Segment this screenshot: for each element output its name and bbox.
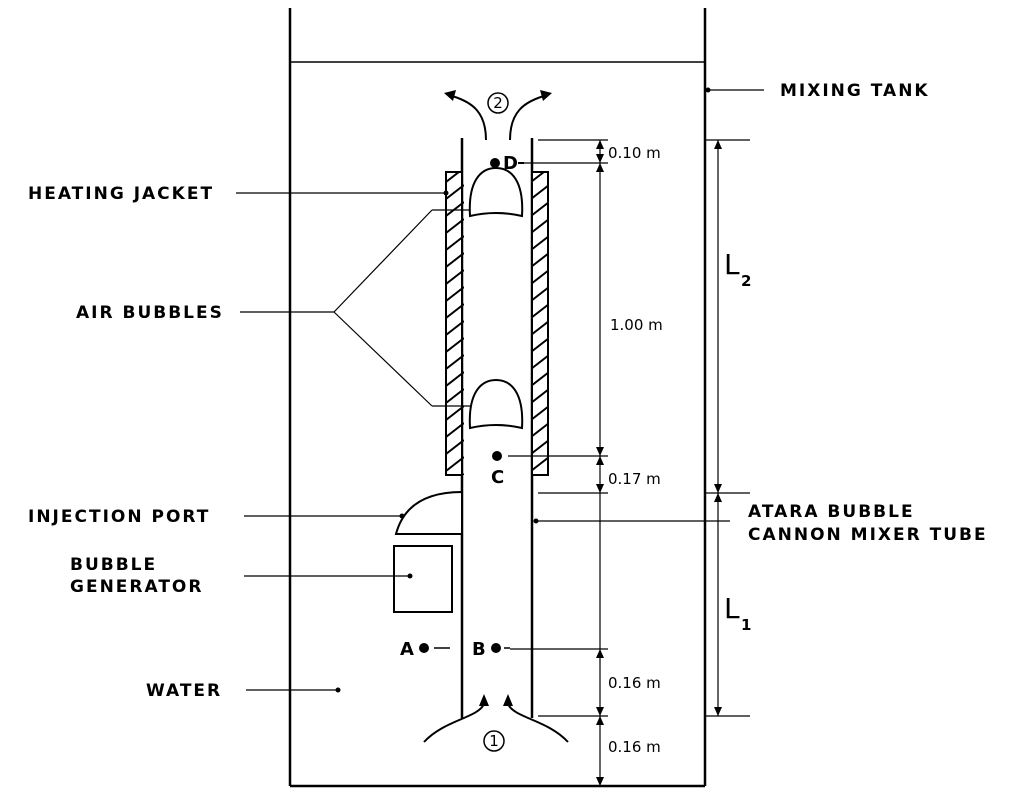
mixing-tank-label: MIXING TANK — [780, 81, 930, 101]
jacket-hatch-line — [446, 422, 464, 438]
jacket-hatch-line — [446, 184, 464, 200]
jacket-hatch-line — [446, 235, 464, 251]
dim-top-label: 0.10 m — [608, 144, 661, 162]
air-bubbles-label: AIR BUBBLES — [76, 303, 224, 323]
jacket-hatch-line — [531, 252, 549, 268]
jacket-hatch-line — [531, 422, 549, 438]
point-a-marker — [419, 643, 429, 653]
outlet-flow-marker — [487, 92, 509, 114]
dim-jacket-label: 1.00 m — [610, 316, 663, 334]
dimension-arrowheads — [596, 140, 722, 786]
jacket-hatch-line — [531, 184, 549, 200]
jacket-hatch-line — [531, 269, 549, 285]
jacket-hatch-line — [446, 320, 464, 336]
air-bubble-lower — [468, 378, 524, 430]
jacket-hatch-line — [531, 235, 549, 251]
l1-subscript: 1 — [741, 616, 751, 634]
jacket-hatch-line — [446, 354, 464, 370]
jacket-hatch-line — [446, 405, 464, 421]
inlet-flow-arrows — [423, 703, 569, 743]
jacket-hatch-line — [531, 405, 549, 421]
heating-jacket-label: HEATING JACKET — [28, 184, 214, 204]
point-c-label: C — [491, 467, 504, 488]
jacket-hatch-line — [531, 218, 549, 234]
l2-subscript: 2 — [741, 272, 751, 290]
mixing-tank — [288, 8, 707, 788]
leader-lines — [236, 89, 764, 691]
jacket-hatch-line — [531, 337, 549, 353]
heating-jacket — [445, 171, 549, 476]
point-b-label: B — [472, 639, 486, 660]
jacket-hatch-line — [546, 473, 549, 475]
jacket-hatch-line — [446, 269, 464, 285]
jacket-hatch-line — [531, 172, 546, 183]
jacket-hatch-line — [531, 388, 549, 404]
bubble-generator — [393, 545, 453, 613]
jacket-hatch-line — [531, 201, 549, 217]
dim-b-to-bottom-label: 0.16 m — [608, 674, 661, 692]
air-bubble-upper — [468, 166, 524, 218]
point-d-marker — [490, 158, 500, 168]
injection-port-label: INJECTION PORT — [28, 507, 210, 527]
jacket-hatch-line — [446, 303, 464, 319]
outlet-flow-label: 2 — [493, 94, 503, 112]
jacket-hatch-line — [531, 303, 549, 319]
bubble-generator-label-line2: GENERATOR — [70, 577, 203, 597]
dim-below-jacket-label: 0.17 m — [608, 470, 661, 488]
jacket-hatch-line — [531, 439, 549, 455]
jacket-hatch-line — [531, 286, 549, 302]
jacket-hatch-line — [446, 218, 464, 234]
l1-label: L — [724, 592, 740, 625]
jacket-hatch-line — [446, 439, 464, 455]
jacket-hatch-line — [531, 456, 549, 472]
jacket-hatch-line — [531, 320, 549, 336]
jacket-hatch-line — [446, 252, 464, 268]
mixer-tube-label-line1: ATARA BUBBLE — [748, 502, 915, 522]
jacket-hatch-line — [446, 201, 464, 217]
jacket-hatch-line — [446, 337, 464, 353]
inlet-flow-marker — [483, 730, 505, 752]
water-label: WATER — [146, 681, 222, 701]
jacket-hatch-line — [446, 286, 464, 302]
point-c-marker — [492, 451, 502, 461]
injection-port — [394, 490, 463, 535]
measurement-points — [419, 158, 502, 653]
jacket-hatch-line — [446, 456, 464, 472]
mixer-tube-label-line2: CANNON MIXER TUBE — [748, 525, 988, 545]
point-b-marker — [491, 643, 501, 653]
dim-tube-to-floor-label: 0.16 m — [608, 738, 661, 756]
jacket-hatch-line — [531, 371, 549, 387]
jacket-hatch-line — [446, 172, 461, 183]
jacket-hatch-line — [531, 354, 549, 370]
l2-label: L — [724, 248, 740, 281]
point-a-label: A — [400, 639, 414, 660]
inlet-flow-label: 1 — [489, 732, 499, 750]
bubble-generator-label-line1: BUBBLE — [70, 555, 157, 575]
point-d-label: D — [503, 153, 518, 174]
jacket-hatch-line — [446, 371, 464, 387]
outlet-flow-arrows — [451, 95, 545, 141]
jacket-hatch-line — [446, 388, 464, 404]
